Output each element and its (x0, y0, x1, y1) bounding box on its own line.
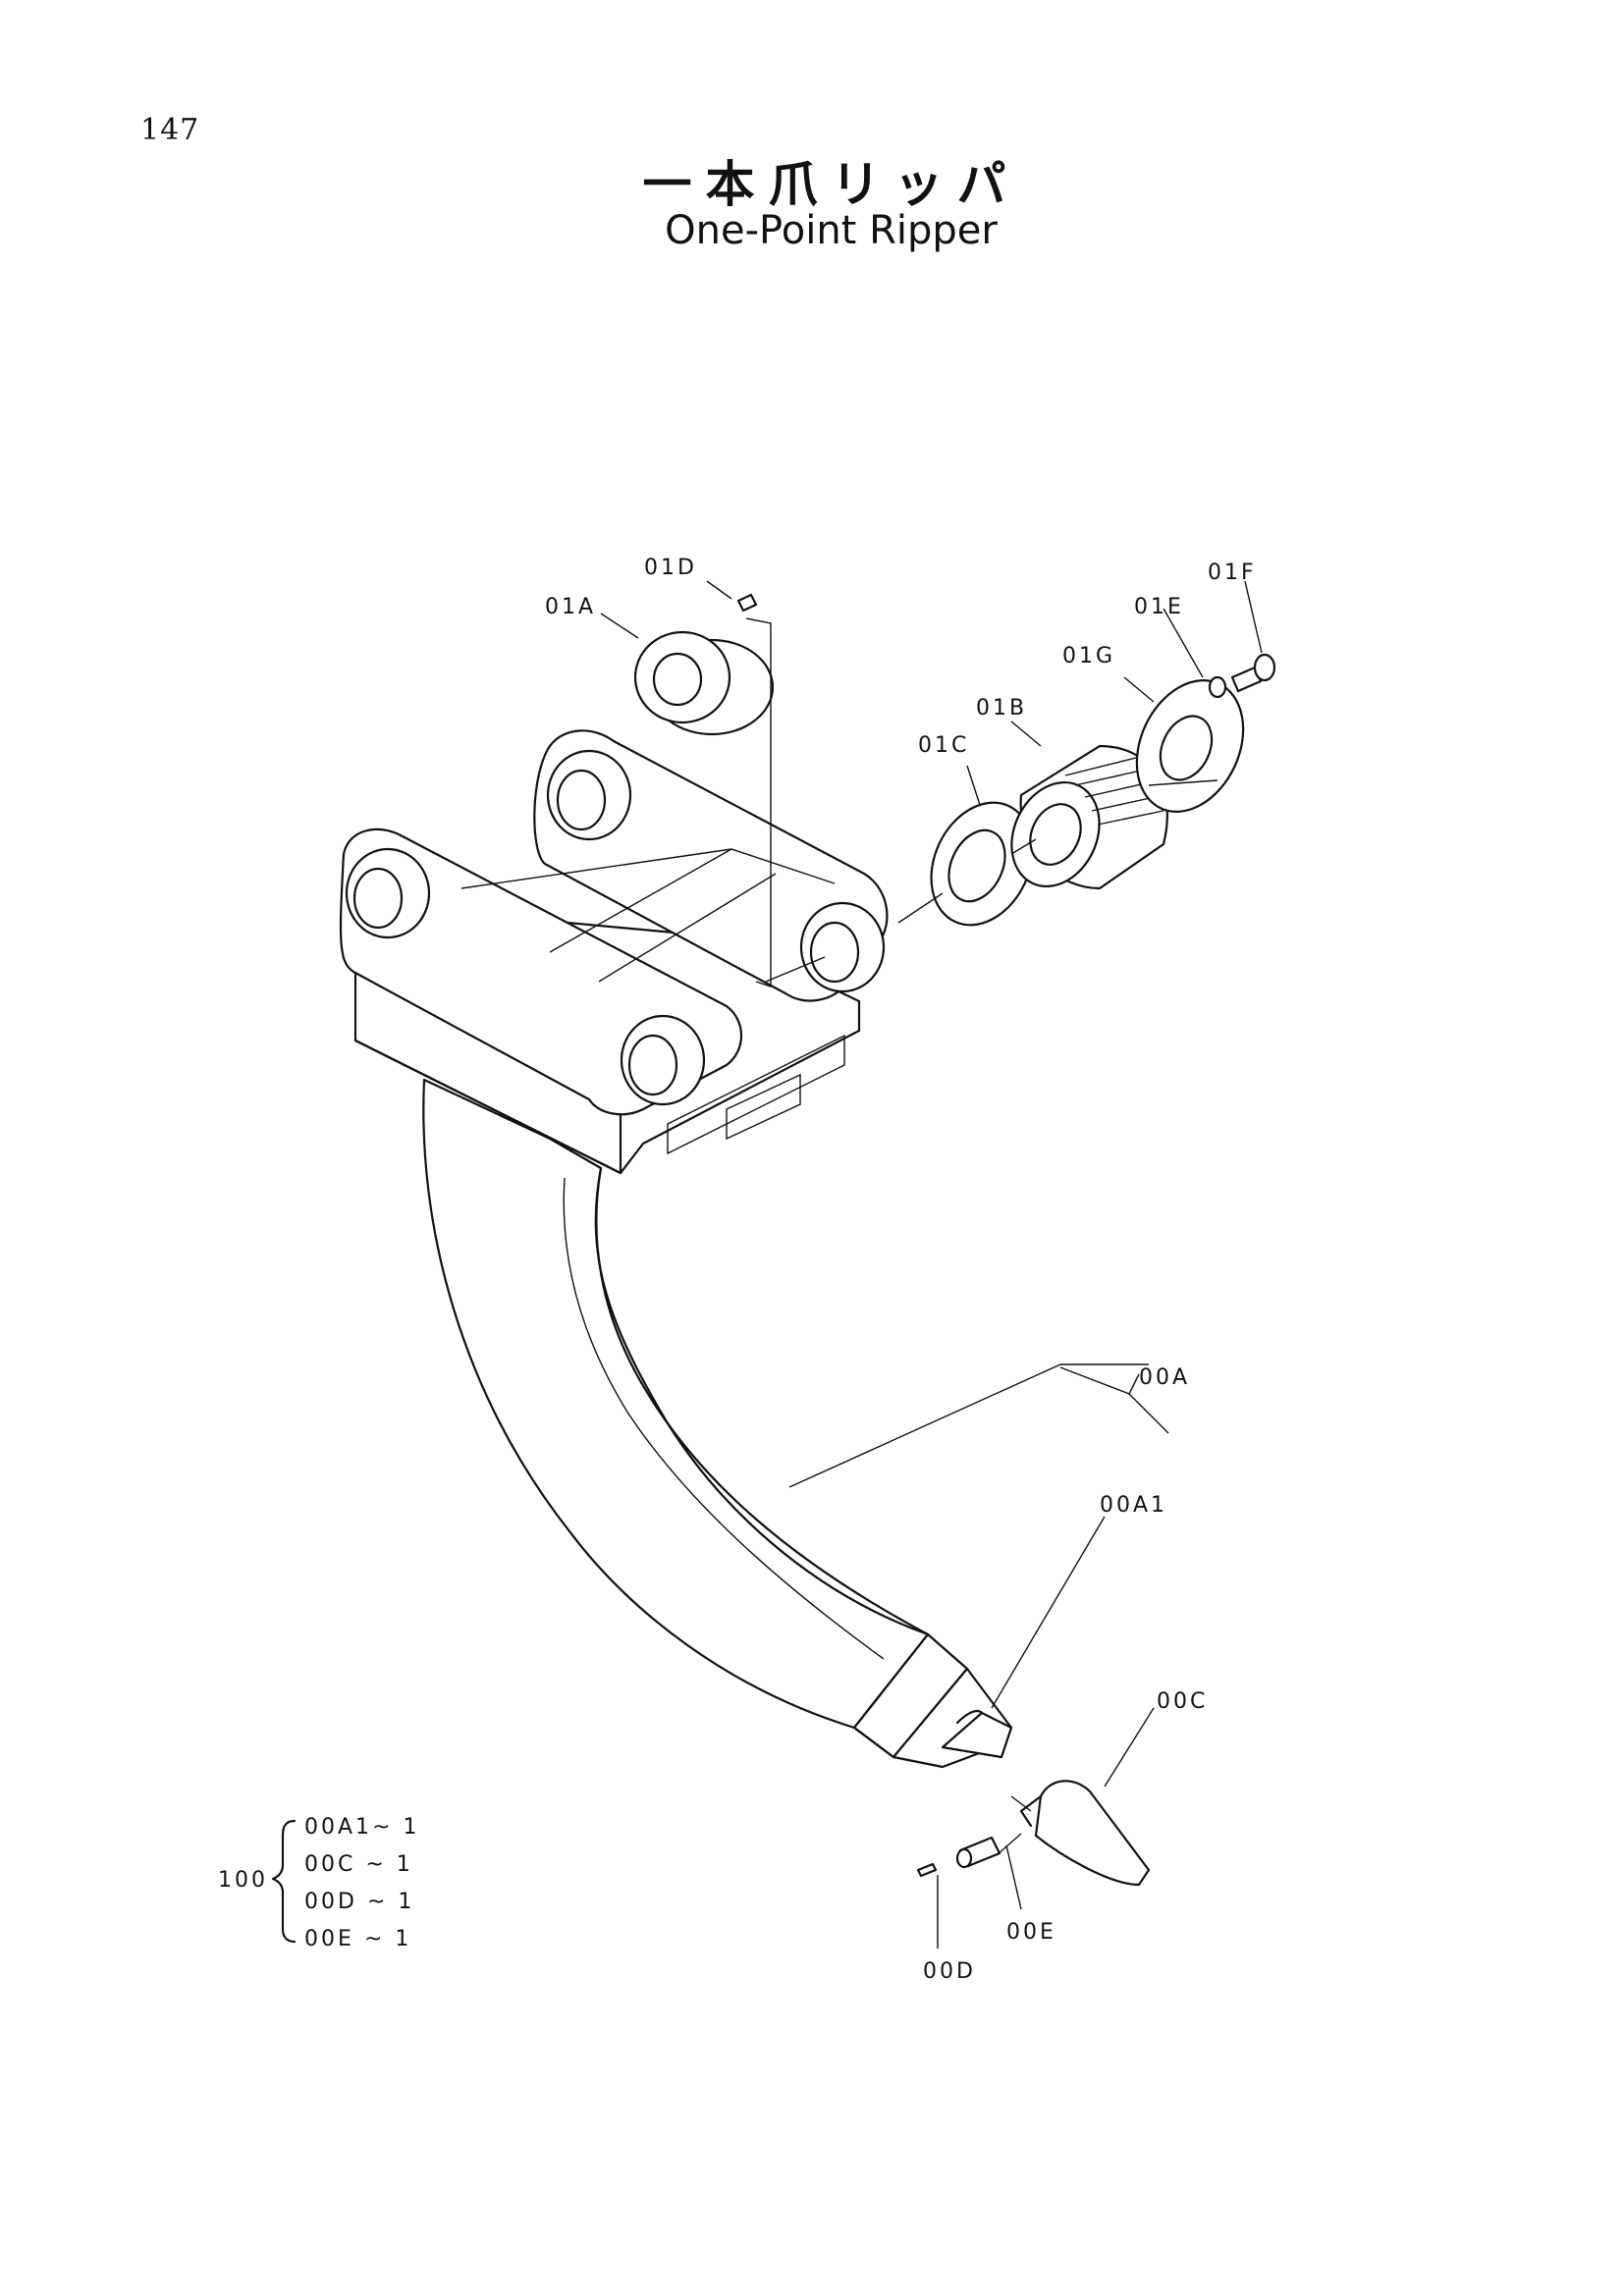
title-japanese: 一本爪リッパ (642, 156, 1020, 213)
part-01B-drawing (1010, 744, 1168, 890)
part-00D-drawing (916, 1862, 938, 1878)
kit-item-1: 00A1~ 1 (304, 1815, 419, 1840)
bracket-drawing (339, 729, 889, 1175)
part-01A-drawing (633, 630, 775, 736)
shank-drawing (422, 1078, 1149, 1769)
part-01E-drawing (1208, 675, 1227, 699)
label-00A1: 00A1 (1100, 1493, 1167, 1518)
label-01F: 01F (1208, 561, 1257, 585)
title-english: One-Point Ripper (665, 208, 998, 253)
label-00C: 00C (1157, 1689, 1208, 1714)
label-00A: 00A (1139, 1365, 1190, 1390)
label-01E: 01E (1134, 595, 1184, 619)
part-00E-drawing (955, 1836, 1001, 1869)
part-01D-drawing (736, 593, 758, 613)
part-01C-drawing (930, 801, 1034, 927)
label-00D: 00D (923, 1959, 976, 1984)
kit-item-2: 00C ~ 1 (304, 1852, 413, 1877)
label-01D: 01D (644, 556, 697, 580)
kit-item-4: 00E ~ 1 (304, 1927, 411, 1951)
kit-list: 100 00A1~ 1 00C ~ 1 00D ~ 1 00E ~ 1 (218, 1815, 419, 1951)
part-01F-drawing (1230, 653, 1276, 693)
part-00C-drawing (1019, 1780, 1151, 1887)
label-01C: 01C (918, 733, 969, 758)
kit-item-3: 00D ~ 1 (304, 1890, 414, 1914)
kit-brace (271, 1819, 297, 1944)
kit-number: 100 (218, 1868, 268, 1893)
label-01G: 01G (1062, 644, 1115, 668)
label-01B: 01B (976, 696, 1027, 721)
leader-lines (600, 580, 1263, 1949)
label-00E: 00E (1006, 1920, 1056, 1945)
label-01A: 01A (545, 595, 596, 619)
page-number: 147 (140, 113, 200, 147)
part-01G-drawing (1135, 679, 1245, 813)
